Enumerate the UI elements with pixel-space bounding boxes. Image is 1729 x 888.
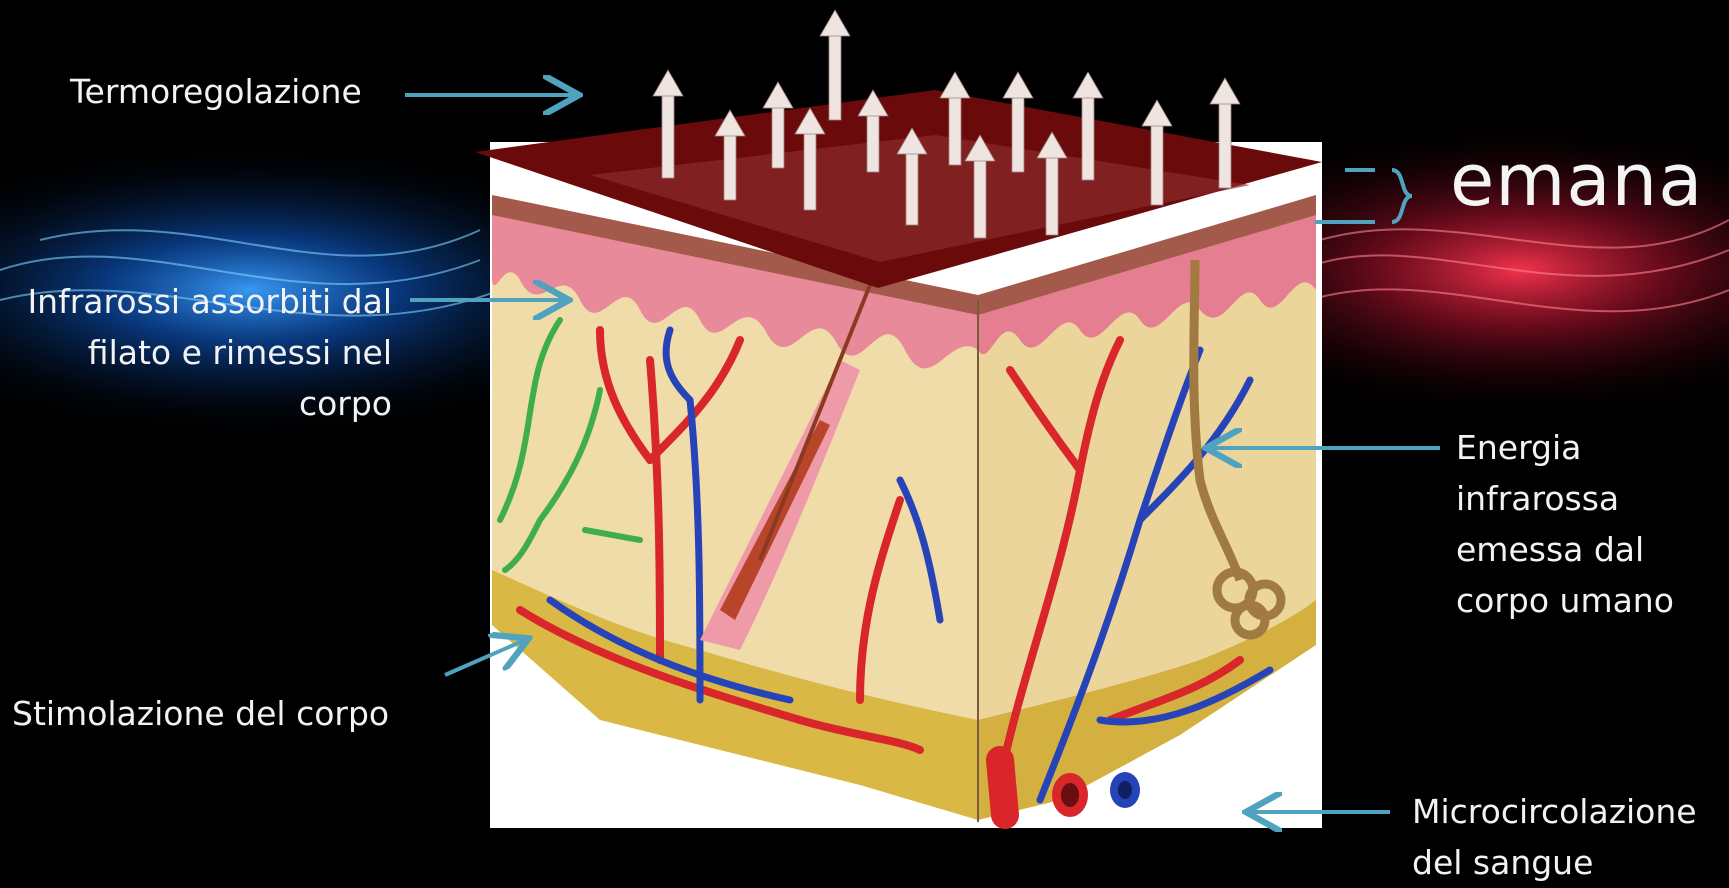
label-microcircolazione-line-2: del sangue bbox=[1412, 837, 1697, 888]
label-microcircolazione: Microcircolazione del sangue bbox=[1412, 786, 1697, 888]
label-energia-line-1: Energia bbox=[1456, 422, 1674, 473]
label-microcircolazione-line-1: Microcircolazione bbox=[1412, 786, 1697, 837]
label-infrarossi-line-1: Infrarossi assorbiti dal bbox=[0, 276, 392, 327]
label-energia-line-2: infrarossa bbox=[1456, 473, 1674, 524]
label-termoregolazione: Termoregolazione bbox=[70, 66, 362, 117]
label-stimolazione: Stimolazione del corpo bbox=[12, 688, 389, 739]
label-infrarossi: Infrarossi assorbiti dal filato e rimess… bbox=[0, 276, 392, 429]
label-energia-line-3: emessa dal bbox=[1456, 524, 1674, 575]
label-emana: emana bbox=[1450, 140, 1703, 220]
label-infrarossi-line-2: filato e rimessi nel bbox=[0, 327, 392, 378]
label-energia: Energia infrarossa emessa dal corpo uman… bbox=[1456, 422, 1674, 626]
label-infrarossi-line-3: corpo bbox=[0, 378, 392, 429]
label-energia-line-4: corpo umano bbox=[1456, 575, 1674, 626]
